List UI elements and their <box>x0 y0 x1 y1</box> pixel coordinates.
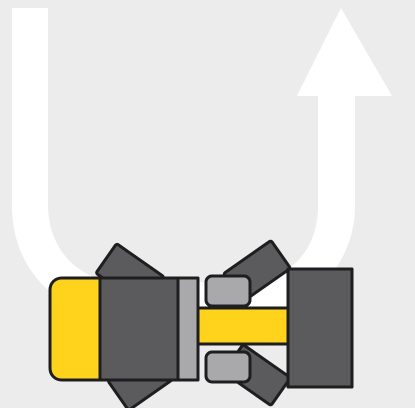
cabin-body <box>100 278 180 380</box>
cabin-panel <box>178 278 198 380</box>
hinge-top <box>206 276 250 306</box>
loader-arm <box>196 308 296 344</box>
loader-bucket <box>288 269 352 387</box>
engine-cap <box>50 278 104 380</box>
hinge-bottom <box>206 352 250 382</box>
